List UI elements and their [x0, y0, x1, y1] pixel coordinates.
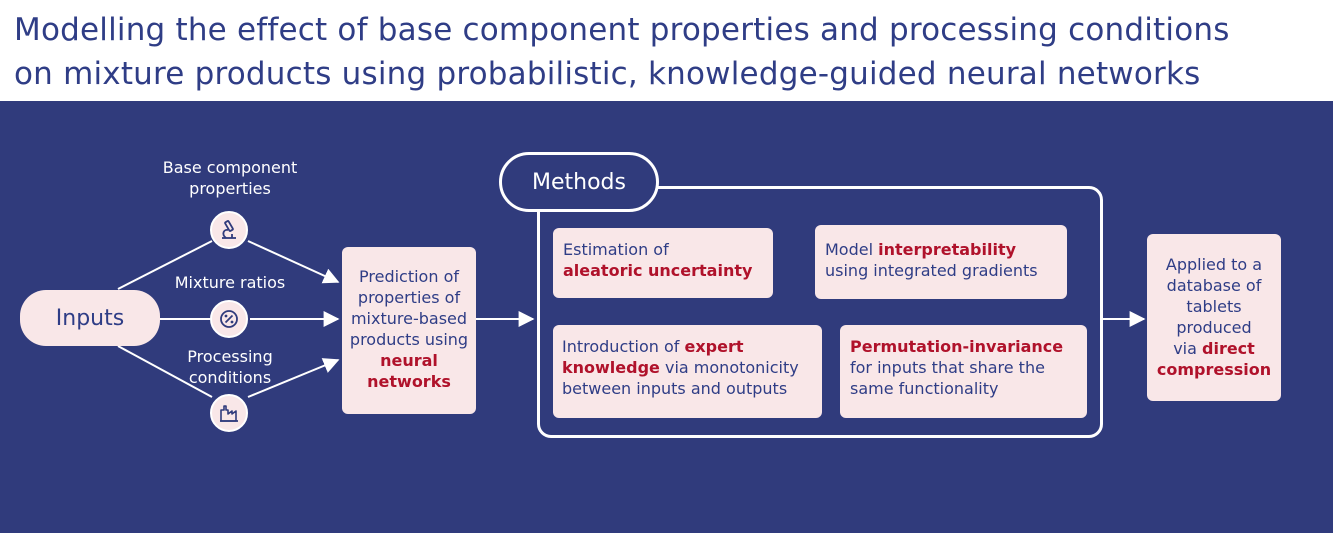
methods-label: Methods [532, 169, 626, 195]
method-card-uncertainty-text: Estimation of [563, 240, 669, 259]
title-line-1: Modelling the effect of base component p… [14, 12, 1230, 48]
percent-icon [210, 300, 248, 338]
prediction-line2: properties of [357, 288, 461, 307]
application-line3: tablets [1186, 297, 1242, 316]
application-line1: Applied to a [1165, 255, 1263, 274]
method-card-expert-text: Introduction of [562, 337, 685, 356]
input-label-properties-line2: properties [189, 179, 271, 198]
method-card-interpretability-highlight: interpretability [878, 240, 1017, 259]
prediction-box: Prediction of properties of mixture-base… [342, 247, 476, 414]
method-card-permutation: Permutation-invariance for inputs that s… [840, 325, 1087, 418]
input-label-conditions: Processing conditions [140, 346, 320, 388]
prediction-line4: products using [349, 330, 469, 349]
input-label-properties-line1: Base component [162, 158, 298, 177]
input-label-conditions-line2: conditions [188, 368, 272, 387]
title-line-2: on mixture products using probabilistic,… [14, 56, 1201, 92]
application-box: Applied to a database of tablets produce… [1147, 234, 1281, 401]
inputs-label: Inputs [55, 305, 125, 331]
method-card-interpretability-text: Model [825, 240, 879, 259]
application-line4: produced [1176, 318, 1252, 337]
method-card-expert-post: via monotonicity between inputs and outp… [562, 358, 799, 398]
application-highlight2: compression [1156, 360, 1272, 379]
prediction-highlight2: networks [367, 372, 451, 391]
method-card-uncertainty: Estimation of aleatoric uncertainty [553, 228, 773, 298]
input-label-ratios-line1: Mixture ratios [174, 273, 286, 292]
input-label-properties: Base component properties [140, 157, 320, 199]
method-card-permutation-highlight: Permutation-invariance [850, 337, 1064, 356]
factory-icon [210, 394, 248, 432]
methods-tab: Methods [499, 152, 659, 212]
input-label-conditions-line1: Processing [187, 347, 273, 366]
prediction-line3: mixture-based [350, 309, 468, 328]
methods-frame [537, 186, 1103, 438]
method-card-interpretability-post: using integrated gradients [825, 261, 1038, 280]
method-card-interpretability: Model interpretability using integrated … [815, 225, 1067, 299]
method-card-permutation-post: for inputs that share the same functiona… [850, 358, 1045, 398]
method-card-expert-highlight: expert knowledge [562, 337, 744, 377]
page-title: Modelling the effect of base component p… [14, 8, 1326, 96]
application-line2: database of [1166, 276, 1262, 295]
inputs-pill: Inputs [20, 290, 160, 346]
application-line5: via [1173, 339, 1202, 358]
microscope-icon [210, 211, 248, 249]
input-label-ratios: Mixture ratios [140, 272, 320, 293]
application-highlight1: direct [1202, 339, 1255, 358]
prediction-highlight1: neural [380, 351, 438, 370]
method-card-expert-knowledge: Introduction of expert knowledge via mon… [553, 325, 822, 418]
method-card-uncertainty-highlight: aleatoric uncertainty [563, 261, 753, 280]
prediction-line1: Prediction of [359, 267, 459, 286]
